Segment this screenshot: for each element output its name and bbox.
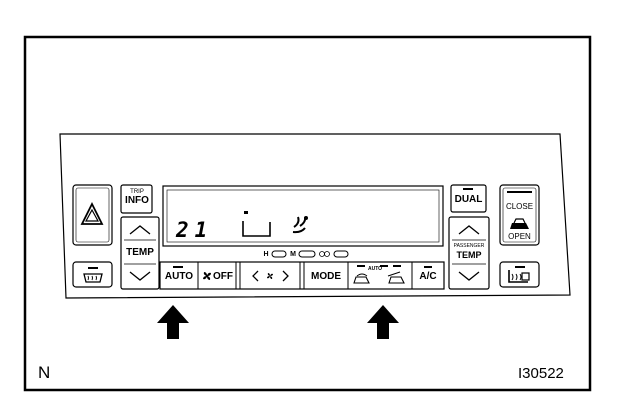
mode-button-label: MODE <box>311 271 341 282</box>
air-recirculation-icon <box>353 273 370 284</box>
passenger-temp-label-line2: TEMP <box>456 250 482 260</box>
passenger-temp-label-line1: PASSENGER <box>453 243 485 249</box>
recirculation-auto-label: AUTO <box>368 266 383 272</box>
fresh-air-icon <box>387 271 405 284</box>
seat-heater-icon <box>508 270 530 283</box>
lcd-display <box>162 185 444 247</box>
trip-info-label-line2: INFO <box>125 195 149 206</box>
hazard-icon <box>80 201 104 225</box>
fan-speed-control[interactable] <box>241 263 299 288</box>
rear-defrost-button[interactable] <box>72 261 113 288</box>
indicator-m-label: M <box>290 251 296 258</box>
seat-heater-button[interactable] <box>499 261 540 288</box>
fan-off-button-label: OFF <box>213 271 233 282</box>
display-temperature: 21 <box>176 218 214 242</box>
passenger-temp-down-icon <box>458 271 480 281</box>
driver-temp-label: TEMP <box>126 247 154 258</box>
indicator-h-label: H <box>263 251 269 258</box>
driver-temp-up-icon <box>129 225 151 235</box>
arrow-up-icon <box>367 305 399 339</box>
seat-indicator <box>242 221 271 237</box>
driver-temp-down-icon <box>129 271 151 281</box>
car-icon <box>510 218 529 229</box>
dual-button-label: DUAL <box>454 194 483 205</box>
hazard-button[interactable] <box>72 184 113 246</box>
dual-button[interactable] <box>450 184 487 213</box>
ac-button-label: A/C <box>419 271 437 282</box>
driver-temp-rocker[interactable] <box>120 216 160 290</box>
fan-speed-up-icon <box>282 270 289 282</box>
passenger-temp-rocker[interactable] <box>448 216 490 290</box>
passenger-temp-up-icon <box>458 225 480 235</box>
auto-button-label: AUTO <box>164 271 194 282</box>
fan-icon <box>203 272 211 280</box>
trip-info-button[interactable] <box>120 184 153 214</box>
figure-label-left: N <box>38 363 51 382</box>
recirculation-button[interactable] <box>349 263 411 288</box>
fan-speed-down-icon <box>252 270 259 282</box>
fan-level-indicators <box>271 250 349 258</box>
rear-defrost-icon <box>83 273 103 283</box>
close-label: CLOSE <box>505 202 534 211</box>
airflow-mode-icon <box>292 216 308 234</box>
open-label: OPEN <box>508 232 531 241</box>
figure-id: I30522 <box>518 365 564 382</box>
fan-small-icon <box>267 273 273 279</box>
close-open-button[interactable] <box>499 184 540 246</box>
arrow-up-icon <box>157 305 189 339</box>
trip-info-label-line1: TRIP <box>130 189 144 195</box>
